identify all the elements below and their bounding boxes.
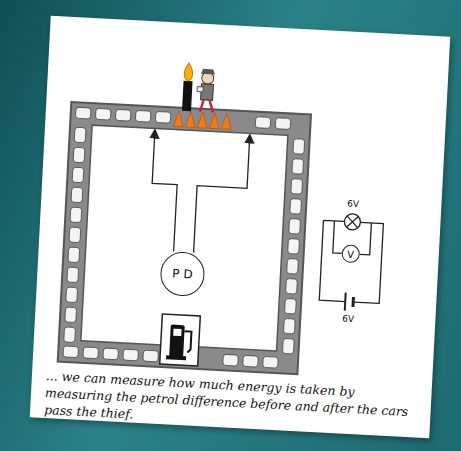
car (95, 108, 111, 120)
car (263, 356, 279, 368)
caption-text: ... we can measure how much energy is ta… (44, 368, 422, 438)
car (83, 347, 99, 359)
car (69, 227, 81, 243)
car (223, 354, 239, 366)
car (287, 259, 299, 275)
car (285, 298, 297, 314)
car (282, 338, 294, 354)
car (74, 127, 86, 143)
meter-label: V (347, 248, 354, 259)
meter-circle: V (341, 244, 360, 263)
meter-label: P D (172, 267, 193, 282)
car (289, 219, 301, 235)
car (255, 117, 271, 129)
car (275, 118, 291, 130)
car (293, 139, 305, 155)
voltage-label: 6V (342, 313, 354, 324)
car (63, 346, 79, 358)
car (71, 187, 83, 203)
car (135, 110, 151, 122)
slide-card: P D V 6V 6V ... we can measure how much ener… (30, 16, 450, 438)
car (115, 109, 131, 121)
car (291, 179, 303, 195)
car (143, 350, 159, 362)
car (66, 287, 78, 303)
car (155, 111, 171, 123)
car (65, 307, 77, 323)
car (72, 167, 84, 183)
car (286, 278, 298, 294)
car (68, 247, 80, 263)
car (123, 349, 139, 361)
car (292, 159, 304, 175)
car (64, 327, 76, 343)
car (70, 207, 82, 223)
car (103, 348, 119, 360)
car (288, 239, 300, 255)
voltage-label: 6V (347, 199, 359, 210)
car (75, 107, 91, 119)
car (73, 147, 85, 163)
car (243, 355, 259, 367)
car (283, 318, 295, 334)
car (67, 267, 79, 283)
car (290, 199, 302, 215)
